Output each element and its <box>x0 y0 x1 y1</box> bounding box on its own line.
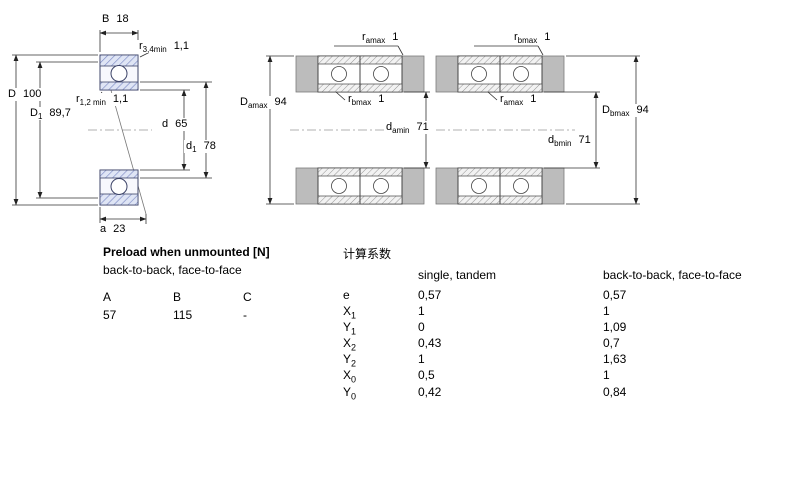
preload-title: Preload when unmounted [N] <box>103 245 270 259</box>
dim-symbol: damin <box>386 121 410 136</box>
preload-value-B: 115 <box>173 308 193 322</box>
ball-bottom <box>110 178 128 195</box>
dim-symbol: r3,4min <box>139 40 167 55</box>
arrangement-1 <box>266 45 430 205</box>
preload-header-A: A <box>103 290 112 304</box>
dim-symbol: rbmax <box>348 93 372 108</box>
dim-symbol: ramax <box>362 31 386 46</box>
calc-row-X2-label: X2 <box>343 336 357 353</box>
calc-row-e-v2: 0,57 <box>603 288 627 302</box>
calc-row-Y0-v1: 0,42 <box>418 385 442 399</box>
calc-row-Y2-v2: 1,63 <box>603 352 627 366</box>
calc-row-X2-v1: 0,43 <box>418 336 442 350</box>
calc-title: 计算系数 <box>343 247 392 261</box>
preload-header-B: B <box>173 290 182 304</box>
calc-header-single-tandem: single, tandem <box>418 268 497 282</box>
calc-row-Y2-label: Y2 <box>343 352 357 369</box>
calc-row-X1-label: X1 <box>343 304 357 321</box>
dim-symbol: B <box>102 13 110 25</box>
technical-drawings <box>12 30 640 224</box>
calc-row-X0-label: X0 <box>343 368 357 385</box>
dim-symbol: r1,2 min <box>76 93 106 108</box>
calc-row-Y0-label: Y0 <box>343 385 357 402</box>
dim-symbol: rbmax <box>514 31 538 46</box>
dim-symbol: Damax <box>240 96 268 111</box>
calc-row-X0-v1: 0,5 <box>418 368 435 382</box>
preload-value-C: - <box>243 308 247 322</box>
dim-symbol: D1 <box>30 107 43 122</box>
dim-symbol: d <box>162 118 169 130</box>
calc-row-e-label: e <box>343 288 350 302</box>
calc-row-Y0-v2: 0,84 <box>603 385 627 399</box>
dim-symbol: ramax <box>500 93 524 108</box>
calc-row-X2-v2: 0,7 <box>603 336 620 350</box>
dim-symbol: a <box>100 223 107 235</box>
preload-value-A: 57 <box>103 308 117 322</box>
calc-row-Y2-v1: 1 <box>418 352 425 366</box>
dim-symbol: D <box>8 88 16 100</box>
dim-symbol: dbmin <box>548 134 572 149</box>
preload-header-C: C <box>243 290 252 304</box>
calc-row-X0-v2: 1 <box>603 368 610 382</box>
calc-row-e-v1: 0,57 <box>418 288 442 302</box>
calc-row-Y1-v2: 1,09 <box>603 320 627 334</box>
left-bearing-dimension-lines <box>12 30 212 224</box>
left-bearing-cross-section <box>88 54 152 215</box>
calc-header-back-to-back: back-to-back, face-to-face <box>603 268 742 282</box>
ball-top <box>110 65 128 82</box>
dim-symbol: Dbmax <box>602 104 630 119</box>
preload-subtitle: back-to-back, face-to-face <box>103 263 242 277</box>
calc-row-X1-v2: 1 <box>603 304 610 318</box>
dim-symbol: d1 <box>186 140 197 155</box>
arrangement-2 <box>435 45 640 205</box>
calc-row-Y1-v1: 0 <box>418 320 425 334</box>
calc-row-X1-v1: 1 <box>418 304 425 318</box>
calc-row-Y1-label: Y1 <box>343 320 357 337</box>
